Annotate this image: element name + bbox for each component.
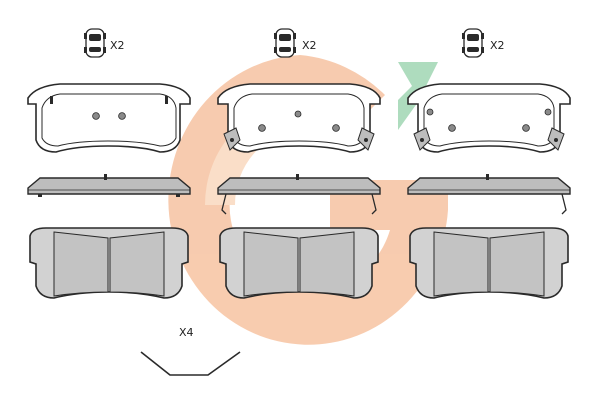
pad-backplate-view bbox=[217, 83, 381, 153]
quantity-label-left-set: X2 bbox=[110, 39, 125, 52]
anti-rattle-clip bbox=[140, 351, 241, 376]
pad-side-profile bbox=[407, 174, 571, 215]
quantity-label-clip: X4 bbox=[179, 326, 194, 339]
pad-friction-face bbox=[409, 227, 569, 299]
car-top-view-icon bbox=[274, 28, 296, 58]
pad-friction-face bbox=[29, 227, 189, 299]
pad-backplate-view bbox=[407, 83, 571, 153]
pad-friction-face bbox=[219, 227, 379, 299]
quantity-label-right-set: X2 bbox=[490, 39, 505, 52]
car-top-view-icon bbox=[462, 28, 484, 58]
pad-backplate-view bbox=[27, 83, 191, 153]
quantity-label-center-set: X2 bbox=[302, 39, 317, 52]
pad-side-profile bbox=[27, 174, 191, 197]
pad-side-profile bbox=[217, 174, 381, 215]
car-top-view-icon bbox=[84, 28, 106, 58]
